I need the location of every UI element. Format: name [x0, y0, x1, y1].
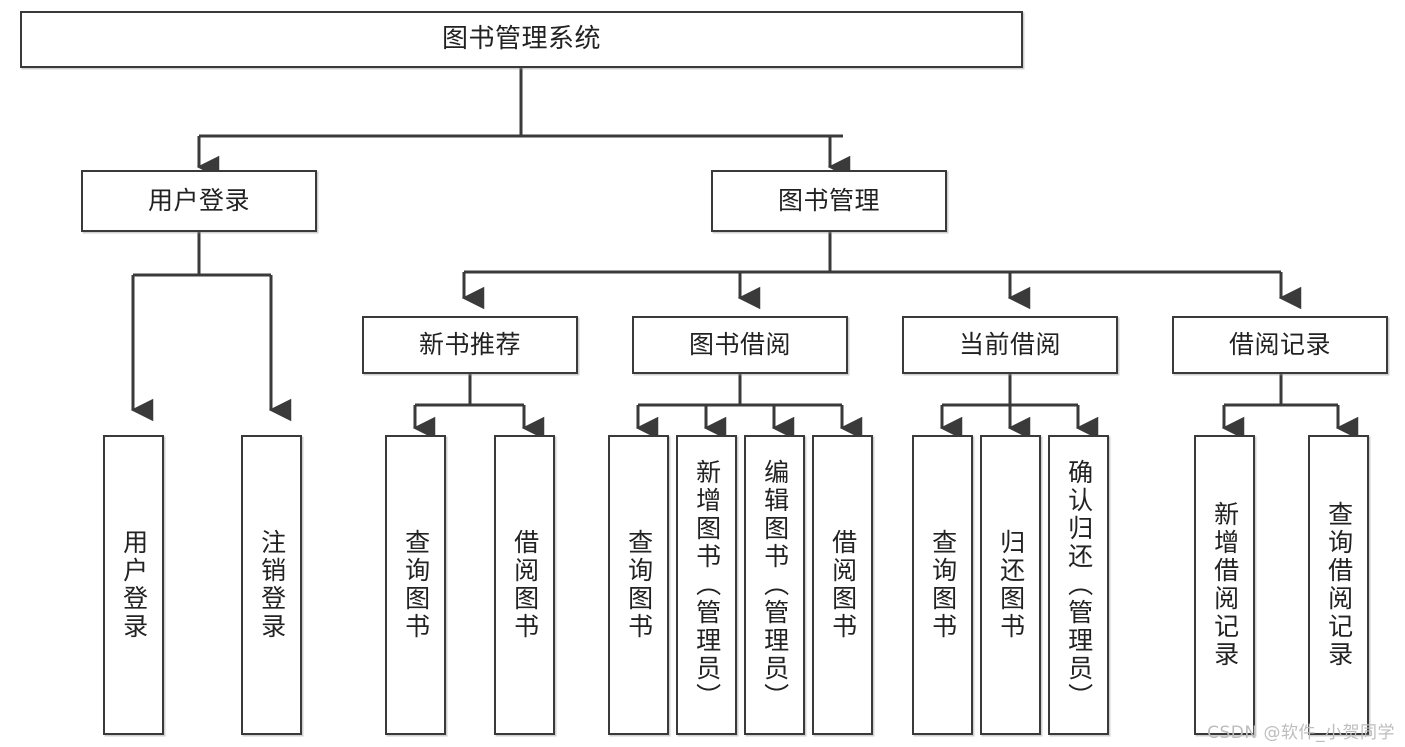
- leaf-confirm-return-label: 确认归还（管理员）: [1064, 459, 1094, 711]
- node-current-borrow-label: 当前借阅: [958, 330, 1061, 359]
- leaf-borrow-book-1[interactable]: 借阅图书: [494, 435, 555, 735]
- node-book-mgmt-label: 图书管理: [777, 186, 880, 215]
- leaf-return-book[interactable]: 归还图书: [980, 435, 1041, 735]
- leaf-add-record[interactable]: 新增借阅记录: [1194, 435, 1255, 735]
- node-root[interactable]: 图书管理系统: [20, 11, 1023, 68]
- leaf-query-book-3[interactable]: 查询图书: [912, 435, 973, 735]
- node-user-login-label: 用户登录: [147, 186, 250, 215]
- leaf-query-book-2-label: 查询图书: [624, 529, 654, 641]
- node-new-book-rec-label: 新书推荐: [418, 330, 521, 359]
- leaf-user-login-label: 用户登录: [119, 529, 149, 641]
- leaf-borrow-book-1-label: 借阅图书: [510, 529, 540, 641]
- leaf-return-book-label: 归还图书: [996, 529, 1026, 641]
- leaf-query-book-1-label: 查询图书: [401, 529, 431, 641]
- leaf-borrow-book-2[interactable]: 借阅图书: [812, 435, 873, 735]
- leaf-add-book-label: 新增图书（管理员）: [692, 459, 722, 711]
- leaf-edit-book-label: 编辑图书（管理员）: [760, 459, 790, 711]
- leaf-query-book-2[interactable]: 查询图书: [608, 435, 669, 735]
- leaf-query-book-1[interactable]: 查询图书: [385, 435, 446, 735]
- node-current-borrow[interactable]: 当前借阅: [902, 316, 1118, 374]
- leaf-query-book-3-label: 查询图书: [928, 529, 958, 641]
- leaf-add-book[interactable]: 新增图书（管理员）: [676, 435, 737, 735]
- watermark: CSDN @软件_小贺同学: [1207, 723, 1395, 743]
- node-user-login[interactable]: 用户登录: [81, 170, 317, 232]
- leaf-logout-label: 注销登录: [257, 529, 287, 641]
- node-root-label: 图书管理系统: [441, 23, 601, 54]
- leaf-edit-book[interactable]: 编辑图书（管理员）: [744, 435, 805, 735]
- leaf-borrow-book-2-label: 借阅图书: [828, 529, 858, 641]
- leaf-query-record-label: 查询借阅记录: [1324, 501, 1354, 669]
- node-book-mgmt[interactable]: 图书管理: [711, 170, 947, 232]
- leaf-query-record[interactable]: 查询借阅记录: [1308, 435, 1369, 735]
- leaf-confirm-return[interactable]: 确认归还（管理员）: [1048, 435, 1109, 735]
- leaf-logout[interactable]: 注销登录: [241, 435, 302, 735]
- node-book-borrow-label: 图书借阅: [688, 330, 791, 359]
- node-new-book-rec[interactable]: 新书推荐: [362, 316, 578, 374]
- leaf-add-record-label: 新增借阅记录: [1210, 501, 1240, 669]
- node-borrow-record-label: 借阅记录: [1228, 330, 1331, 359]
- node-book-borrow[interactable]: 图书借阅: [632, 316, 848, 374]
- leaf-user-login[interactable]: 用户登录: [103, 435, 164, 735]
- node-borrow-record[interactable]: 借阅记录: [1172, 316, 1388, 374]
